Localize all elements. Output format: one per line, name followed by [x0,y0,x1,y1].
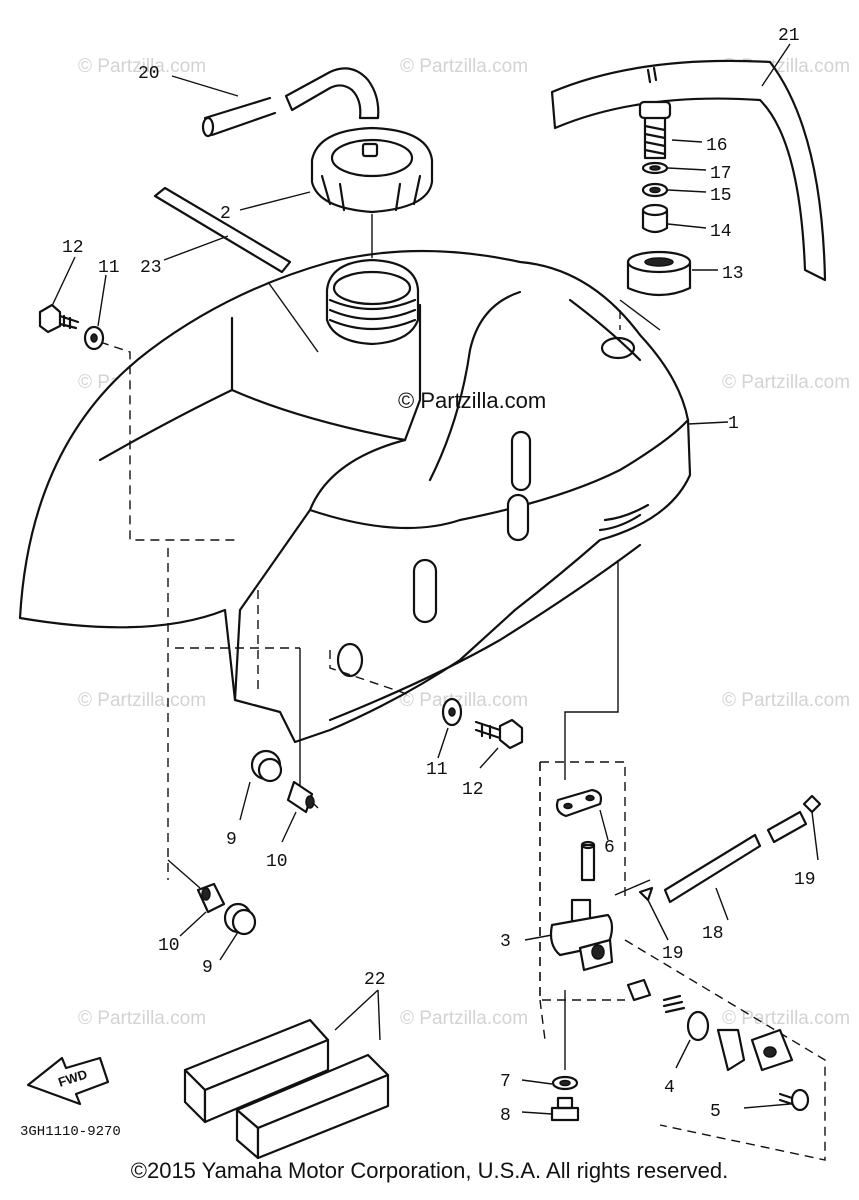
callout-12-left: 12 [62,238,84,258]
callout-20: 20 [138,64,160,84]
callout-9-upper: 9 [226,830,237,850]
part-17-lock-washer[interactable] [641,161,669,175]
callout-leaders [51,43,819,1115]
center-watermark: © Partzilla.com [398,388,546,413]
callout-11-right: 11 [426,760,448,780]
watermark: © Partzilla.com [722,1008,850,1029]
callout-5: 5 [710,1102,721,1122]
fuel-cock-body[interactable] [549,840,614,972]
callout-16: 16 [706,136,728,156]
part-10-collar-upper[interactable] [286,780,315,814]
watermark: © Partzilla.com [78,56,206,77]
callout-1: 1 [728,414,739,434]
diagram-code: 3GH1110-9270 [20,1124,121,1140]
part-11-washer-right[interactable] [441,697,463,727]
callout-19-upper: 19 [794,870,816,890]
callout-19-lower: 19 [662,944,684,964]
callout-15: 15 [710,186,732,206]
part-10-collar-lower[interactable] [196,882,226,914]
part-2-fuel-cap[interactable] [310,126,434,214]
callout-14: 14 [710,222,732,242]
part-11-washer-left[interactable] [83,325,105,351]
part-14-collar[interactable] [641,203,669,234]
callout-7: 7 [500,1072,511,1092]
watermark: © Partzilla.com [400,690,528,711]
watermark: © Partzilla.com [78,1008,206,1029]
forward-direction-arrow: FWD [26,1056,110,1106]
copyright-notice: ©2015 Yamaha Motor Corporation, U.S.A. A… [130,1158,729,1183]
callout-9-lower: 9 [202,958,213,978]
part-16-bolt[interactable] [638,100,672,160]
part-9-damper-upper[interactable] [250,749,283,783]
callout-8: 8 [500,1106,511,1126]
part-19-clamp-lower[interactable] [638,886,654,902]
watermark: © Partzilla.com [78,690,206,711]
part-19-clamp-upper[interactable] [802,794,822,814]
callout-3: 3 [500,932,511,952]
part-5-screw[interactable] [778,1088,810,1112]
part-22-pad-upper[interactable] [183,1018,330,1124]
part-8-drain-bolt[interactable] [550,1096,580,1122]
part-9-damper-lower[interactable] [223,902,257,936]
part-4-o-ring[interactable] [686,1010,710,1042]
callout-21: 21 [778,26,800,46]
part-1-fuel-tank[interactable] [18,249,692,744]
callout-11-left: 11 [98,258,120,278]
callout-labels: 1 2 3 4 5 6 7 8 9 9 10 10 11 11 12 12 13… [62,26,816,1126]
watermark: © Partzilla.com [722,690,850,711]
part-6-gasket-plate[interactable] [555,788,603,818]
part-13-grommet[interactable] [626,250,692,297]
part-7-washer[interactable] [551,1075,579,1091]
callout-4: 4 [664,1078,675,1098]
watermark: © Partzilla.com [400,1008,528,1029]
part-12-bolt-left[interactable] [38,303,80,334]
part-23-strip[interactable] [153,186,292,274]
part-12-bolt-right[interactable] [474,718,524,750]
callout-10-lower: 10 [158,936,180,956]
callout-13: 13 [722,264,744,284]
fuel-cock-lever-parts[interactable] [626,978,794,1072]
part-3-fuel-cock[interactable] [539,762,625,1001]
callout-18: 18 [702,924,724,944]
callout-23: 23 [140,258,162,278]
callout-10-upper: 10 [266,852,288,872]
part-20-breather-hose[interactable] [201,67,380,138]
callout-6: 6 [604,838,615,858]
part-21-band[interactable] [550,59,827,282]
callout-2: 2 [220,204,231,224]
watermark: © Partzilla.com [400,56,528,77]
part-15-washer[interactable] [641,182,669,198]
callout-12-right: 12 [462,780,484,800]
part-22-pad-lower[interactable] [235,1053,390,1160]
watermark: © Partzilla.com [722,372,850,393]
callout-22: 22 [364,970,386,990]
part-18-fuel-hose[interactable] [663,810,808,904]
callout-17: 17 [710,164,732,184]
